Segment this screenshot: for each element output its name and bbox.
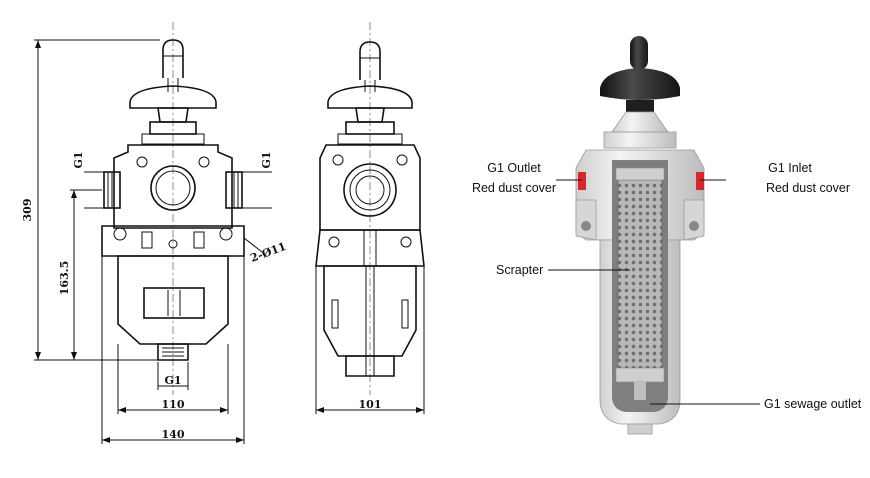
inlet-label-line2: Red dust cover	[766, 181, 850, 195]
dim-overall-height: 309	[21, 199, 34, 222]
outlet-dust-cover	[578, 172, 586, 190]
dim-inlet-left-thread: G1	[72, 151, 85, 168]
outlet-label-line1: G1 Outlet	[487, 161, 541, 175]
side-view-drawing	[315, 22, 425, 414]
scraper-mesh	[617, 179, 663, 369]
dim-body-width: 110	[162, 398, 185, 411]
knob-stem	[630, 36, 648, 70]
dim-side-width: 101	[359, 398, 382, 411]
sewage-outlet-label: G1 sewage outlet	[764, 397, 862, 411]
dim-partial-height: 163.5	[58, 261, 71, 295]
front-view-drawing	[101, 22, 245, 395]
dim-total-width: 140	[162, 428, 185, 441]
dim-inlet-right-thread: G1	[260, 151, 273, 168]
scrapter-label: Scrapter	[496, 263, 543, 277]
cutaway-render	[575, 36, 705, 435]
dim-mount-holes: 2-Ø11	[249, 240, 288, 265]
callout-leaders	[548, 179, 760, 405]
inlet-dust-cover	[696, 172, 704, 190]
front-view-dimensions	[34, 39, 272, 444]
outlet-label-line2: Red dust cover	[472, 181, 556, 195]
inlet-label-line1: G1 Inlet	[768, 161, 812, 175]
dim-drain-thread: G1	[164, 374, 181, 387]
handwheel	[600, 68, 680, 100]
